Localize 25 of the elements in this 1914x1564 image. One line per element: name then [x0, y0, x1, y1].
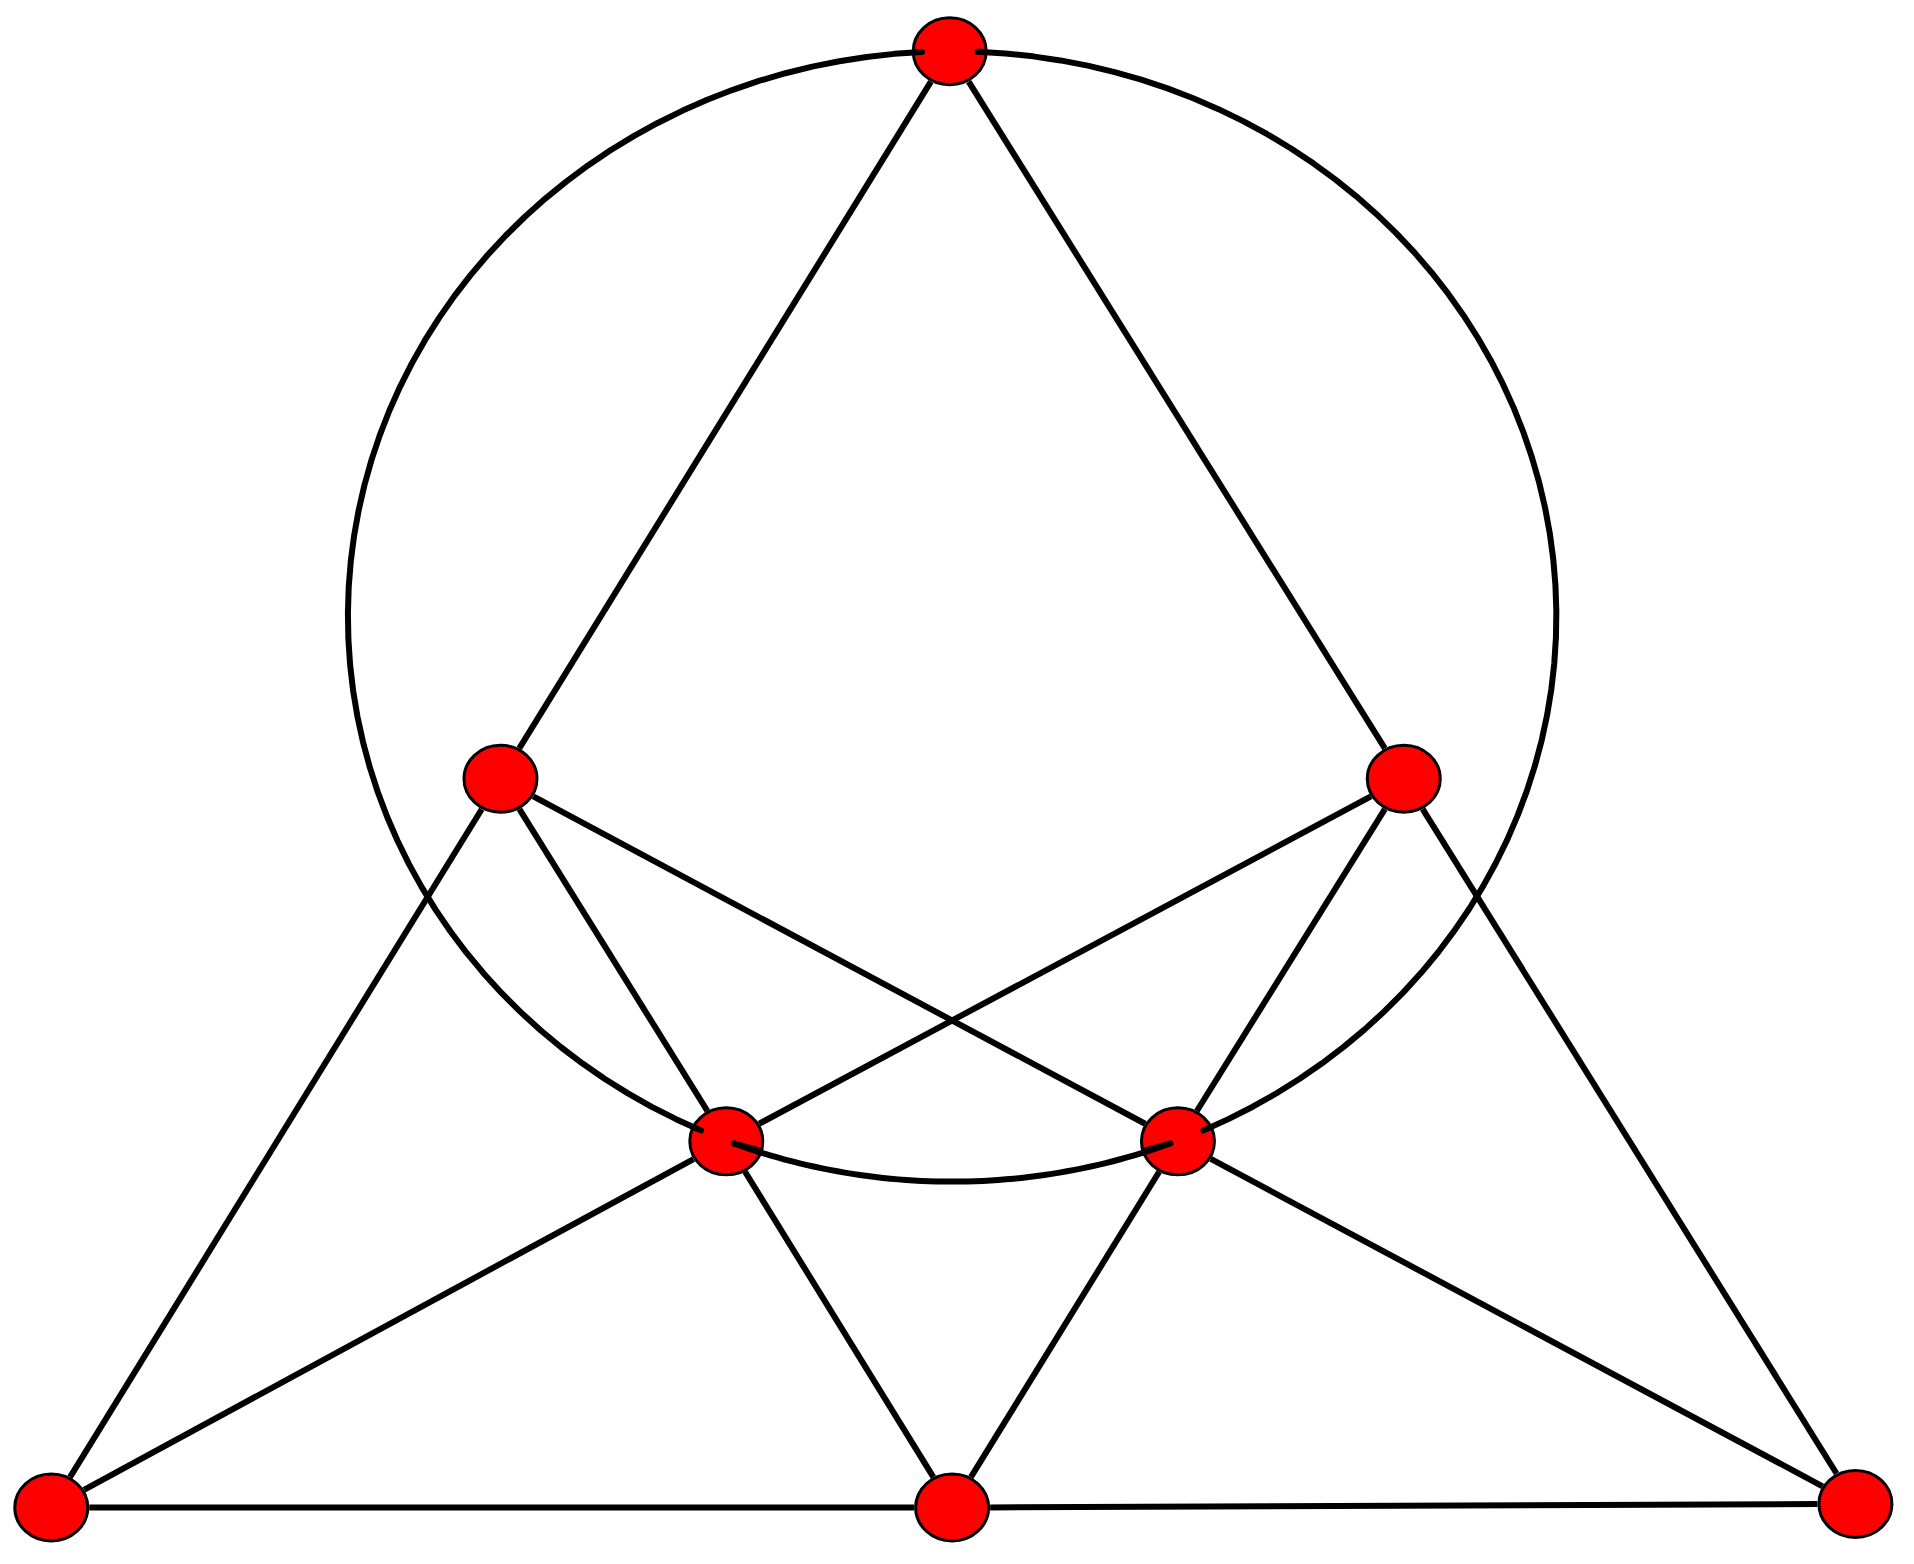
- line: [82, 1156, 695, 1493]
- line: [968, 1170, 1162, 1479]
- arc: [344, 49, 925, 1134]
- line: [516, 807, 710, 1113]
- line: [990, 1501, 1818, 1511]
- line: [757, 793, 1373, 1127]
- vertex-dot: [462, 743, 539, 814]
- vertex-dot: [688, 1106, 765, 1177]
- line: [1420, 807, 1840, 1476]
- vertex-dot: [1139, 1106, 1216, 1177]
- arc: [974, 48, 1560, 1134]
- vertex-dot: [1365, 743, 1442, 814]
- line: [1209, 1156, 1824, 1489]
- vertex-dot: [911, 16, 988, 87]
- arc: [730, 1140, 1174, 1185]
- line: [67, 807, 485, 1479]
- line: [89, 1504, 915, 1511]
- vertex-dot: [1817, 1468, 1894, 1539]
- line: [1194, 807, 1388, 1113]
- line: [516, 80, 934, 750]
- line: [531, 793, 1147, 1127]
- vertex-dot: [914, 1472, 991, 1543]
- line: [966, 80, 1388, 751]
- line: [742, 1170, 936, 1479]
- vertex-dot: [13, 1472, 90, 1543]
